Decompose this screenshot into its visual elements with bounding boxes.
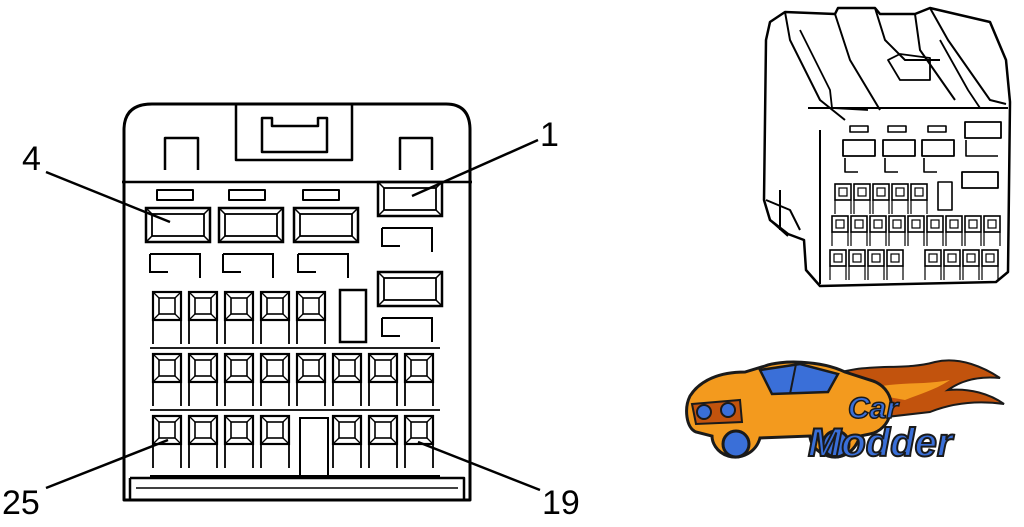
logo-text-modder: Modder [808,421,955,465]
pin-label-1: 1 [540,116,559,154]
small-cavity [331,414,363,468]
iso-cavity [907,215,925,246]
small-cavity [223,414,255,468]
large-cavity-group [144,180,444,344]
iso-cavity [981,249,999,280]
small-cavity [367,352,399,406]
small-cavity [151,414,183,468]
leader-lines [45,138,541,492]
small-cavity [295,290,327,344]
small-cavity [223,290,255,344]
iso-cavity [831,215,849,246]
iso-cavity [943,249,961,280]
car-modder-logo: Car Modder [685,359,1005,466]
small-cavity [403,414,435,468]
small-cavity [259,414,291,468]
iso-cavity [964,215,982,246]
slot [156,189,194,201]
iso-cavity [983,215,1001,246]
iso-cavity [886,249,904,280]
iso-cavity [869,215,887,246]
connector-face-view [122,102,472,502]
small-cavity [259,290,291,344]
large-cavity [376,180,444,252]
connector-inner-wall [163,136,434,170]
connector-housing-outline [122,102,472,502]
connector-latch [234,104,354,162]
leader-line-19 [417,440,541,492]
iso-cavity [850,215,868,246]
large-cavity [144,206,212,278]
slot [228,189,266,201]
iso-cavity [867,249,885,280]
small-cavity [331,352,363,406]
iso-cavity [891,183,909,214]
iso-cavity [962,249,980,280]
small-cavity-group [150,290,440,477]
small-cavity [367,414,399,468]
pin-label-4: 4 [22,140,41,178]
small-cavity [403,352,435,406]
pin-label-19: 19 [542,484,580,522]
large-cavity [376,270,444,342]
connector-bottom-lip [128,476,466,500]
large-cavity [292,206,360,278]
leader-line-25 [45,438,169,490]
small-cavity [259,352,291,406]
iso-cavity [924,249,942,280]
large-cavity [217,206,285,278]
small-cavity [151,290,183,344]
small-cavity [187,414,219,468]
iso-cavity [848,249,866,280]
small-cavity [223,352,255,406]
small-cavity [151,352,183,406]
leader-line-1 [411,138,539,198]
iso-cavity [910,183,928,214]
cavity-slot [338,288,368,344]
small-cavity [187,290,219,344]
connector-isometric-view [762,6,1012,288]
iso-cavity-group [829,183,1001,280]
iso-body-outline [762,6,1012,288]
iso-cavity [888,215,906,246]
slot [302,189,340,201]
iso-cavity [945,215,963,246]
small-cavity [295,352,327,406]
iso-cavity [834,183,852,214]
iso-cavity [853,183,871,214]
iso-cavity [926,215,944,246]
leader-line-4 [45,170,171,224]
iso-cavity [872,183,890,214]
pin-label-25: 25 [2,484,40,522]
logo-text-car: Car [848,392,900,425]
iso-cavity [829,249,847,280]
small-cavity [187,352,219,406]
